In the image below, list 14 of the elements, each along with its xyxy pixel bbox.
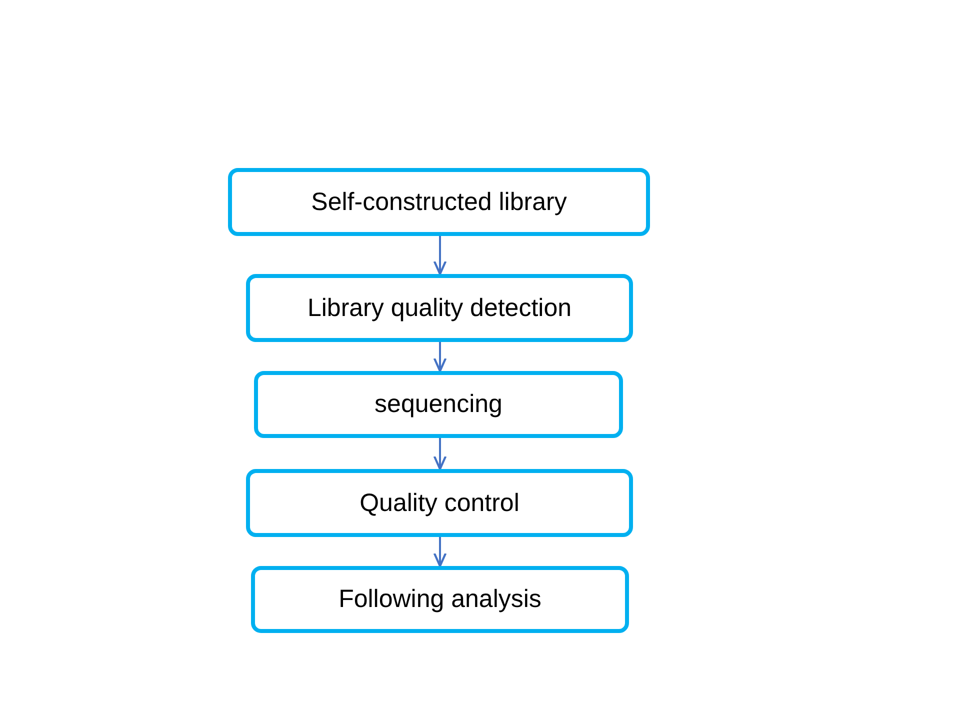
step-label: sequencing: [374, 390, 502, 419]
process-box: [228, 168, 650, 236]
process-box: [246, 274, 633, 342]
process-box: [246, 469, 633, 537]
arrow: [433, 438, 447, 470]
step-label: Quality control: [360, 488, 520, 518]
process-box: [251, 566, 629, 633]
step-label: Self-constructed library: [311, 188, 567, 216]
step-label: Following analysis: [338, 585, 542, 614]
arrow: [433, 537, 447, 568]
process-box: [254, 371, 623, 438]
step-label: Library quality detection: [307, 294, 572, 322]
arrow: [433, 342, 447, 372]
arrow: [433, 236, 447, 276]
